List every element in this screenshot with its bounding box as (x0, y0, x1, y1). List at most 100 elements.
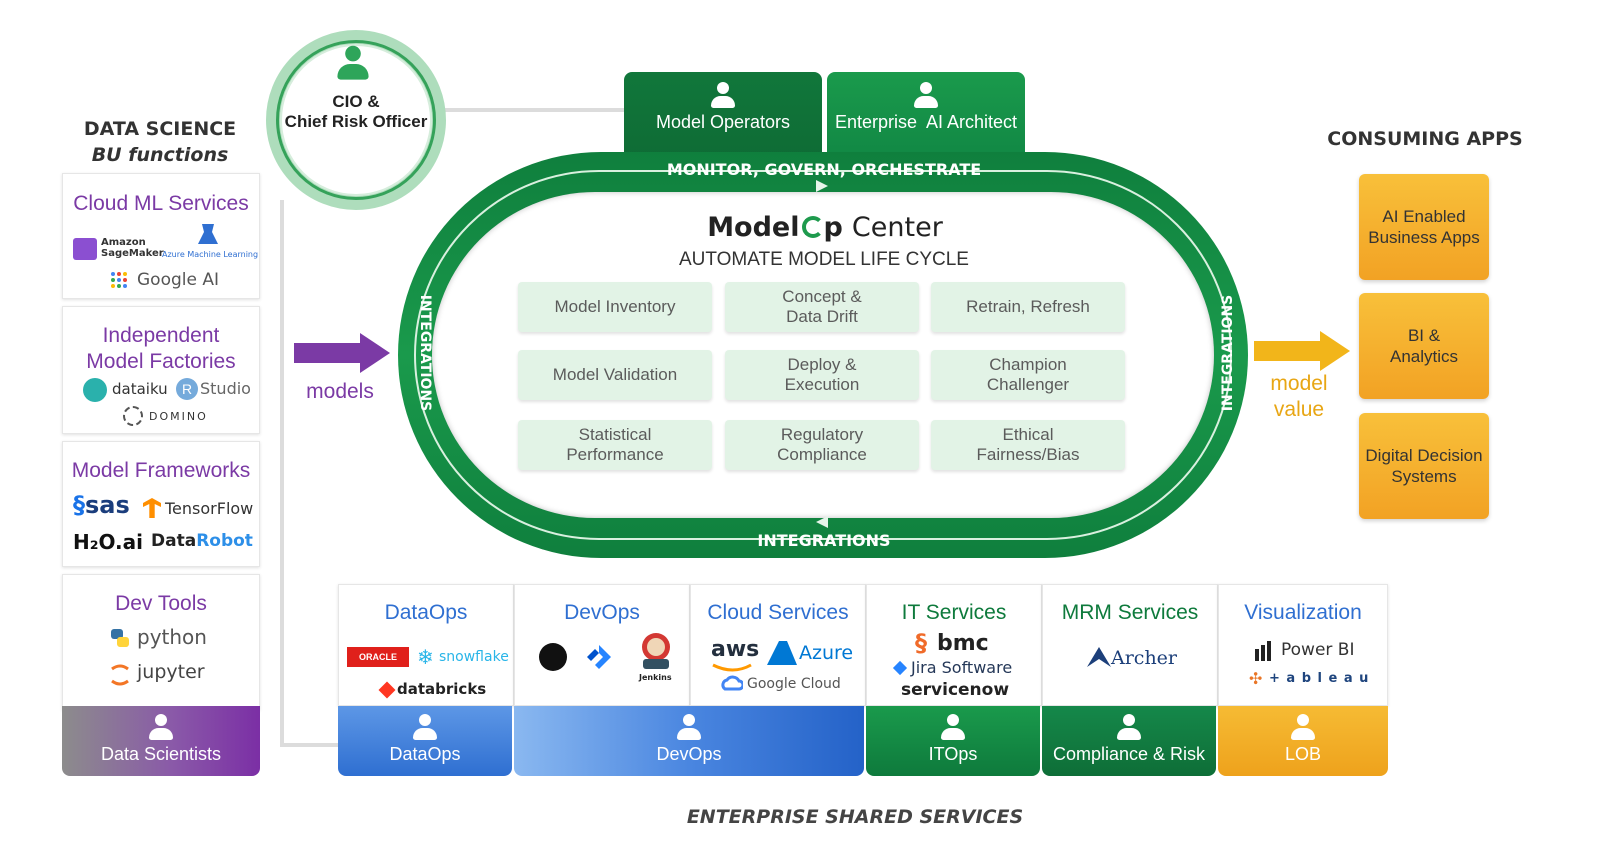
compliance-risk-role-tile: Compliance & Risk (1042, 706, 1216, 776)
datarobot-logo-robot: Robot (196, 531, 253, 551)
dataiku-logo-text: dataiku (112, 380, 168, 398)
sas-swirl-icon: § (73, 491, 85, 519)
dataiku-icon (83, 378, 107, 402)
model-factories-title: Model Factories (86, 350, 236, 373)
models-arrow-label: models (306, 380, 374, 403)
capability-model-validation: Model Validation (518, 350, 712, 400)
itops-person-icon (941, 714, 965, 742)
azure-ml-icon (198, 224, 218, 244)
datarobot-logo: DataRobot (151, 531, 253, 551)
data-scientists-person-icon (149, 714, 173, 742)
it-services-title: IT Services (901, 601, 1007, 624)
devops-role-label: DevOps (656, 744, 722, 764)
python-icon (111, 629, 129, 647)
dataops-service-title: DataOps (384, 601, 468, 624)
snowflake-logo-text: snowflake (439, 649, 509, 665)
tableau-logo-text: + a b l e a u (1269, 671, 1370, 686)
lifecycle-track-guide-ring (414, 170, 1232, 540)
cio-label-line2: Chief Risk Officer (284, 112, 428, 131)
google-ai-logo-text: Google AI (137, 270, 219, 290)
cloud-ml-services-title: Cloud ML Services (73, 192, 249, 215)
h2o-logo-text: H₂O.ai (73, 530, 144, 554)
compliance-risk-person-icon (1117, 714, 1141, 742)
model-value-label-line2: value (1273, 398, 1325, 421)
archer-logo-text: Archer (1111, 647, 1178, 669)
cloud-services-title: Cloud Services (707, 601, 849, 624)
dev-tools-title: Dev Tools (115, 592, 207, 615)
jupyter-icon (111, 664, 129, 686)
power-bi-logo-text: Power BI (1281, 640, 1355, 660)
jenkins-icon (642, 633, 670, 669)
databricks-logo-text: databricks (397, 680, 487, 698)
automate-model-life-cycle-tagline: AUTOMATE MODEL LIFE CYCLE (679, 249, 969, 270)
cloud-services-card: Cloud Services aws Azure Google Cloud (690, 584, 866, 706)
logo-model-text: Model (707, 212, 800, 243)
consuming-bi-analytics: BI &Analytics (1359, 293, 1489, 399)
capability-concept-data-drift: Concept &Data Drift (725, 282, 919, 332)
dataops-person-icon (413, 714, 437, 742)
model-value-label-line1: model (1270, 372, 1328, 395)
sas-logo: §sas (73, 491, 130, 519)
rstudio-logo-text: Studio (200, 379, 251, 398)
data-scientists-label: Data Scientists (100, 744, 222, 764)
enterprise-ai-architect-label: Enterprise AI Architect (834, 112, 1018, 132)
independent-model-factories-card: Independent Model Factories dataiku R St… (62, 306, 260, 434)
tableau-icon: ✣ (1249, 669, 1263, 688)
models-arrow-icon (294, 333, 390, 373)
capability-retrain-refresh: Retrain, Refresh (931, 282, 1125, 332)
cio-circle-inner-ring (276, 40, 436, 200)
enterprise-ai-architect-person-icon (914, 82, 938, 110)
sagemaker-icon (73, 238, 97, 260)
python-logo-text: python (137, 625, 207, 649)
google-ai-icon (111, 272, 127, 288)
track-top-label: MONITOR, GOVERN, ORCHESTRATE (666, 160, 982, 179)
devops-service-title: DevOps (564, 601, 640, 624)
itops-role-tile: ITOps (866, 706, 1040, 776)
cio-person-icon (337, 45, 369, 82)
capability-model-inventory: Model Inventory (518, 282, 712, 332)
google-cloud-icon (721, 675, 743, 691)
oracle-logo-text: ORACLE (347, 647, 409, 667)
lob-role-tile: LOB (1218, 706, 1388, 776)
domino-icon (123, 406, 143, 426)
domino-logo-text: DOMINO (149, 410, 208, 423)
jupyter-logo-text: jupyter (137, 661, 205, 683)
dataops-role-label: DataOps (389, 744, 461, 764)
bmc-logo-text: bmc (937, 631, 989, 656)
logo-center-text: Center (851, 212, 943, 243)
consuming-apps-heading: CONSUMING APPS (1327, 128, 1523, 150)
track-bottom-label: INTEGRATIONS (757, 531, 891, 550)
dev-tools-card: Dev Tools python jupyter (62, 574, 260, 710)
lob-role-label: LOB (1284, 744, 1322, 764)
cio-label-line1: CIO & (332, 92, 380, 111)
jira-icon (587, 645, 611, 669)
snowflake-icon: ❄ (417, 645, 434, 669)
data-scientists-role-tile: Data Scientists (62, 706, 260, 776)
devops-role-tile: DevOps (514, 706, 864, 776)
cloud-ml-services-card: Cloud ML Services Amazon SageMaker Azure… (62, 173, 260, 299)
azure-logo-text: Azure (799, 642, 854, 664)
rstudio-icon: R (176, 378, 198, 400)
model-operators-label: Model Operators (655, 112, 791, 132)
mrm-services-title: MRM Services (1061, 601, 1199, 624)
devops-person-icon (677, 714, 701, 742)
amazon-logo-text: Amazon (101, 237, 146, 248)
lob-person-icon (1291, 714, 1315, 742)
dataops-role-tile: DataOps (338, 706, 512, 776)
independent-title: Independent (102, 324, 220, 347)
model-frameworks-title: Model Frameworks (71, 459, 251, 482)
itops-role-label: ITOps (928, 744, 978, 764)
archer-icon (1087, 647, 1111, 667)
jira-software-logo-text: Jira Software (911, 658, 1013, 677)
bmc-icon: § (915, 629, 927, 657)
azure-ml-logo-text: Azure Machine Learning (162, 250, 259, 259)
sagemaker-logo-text: SageMaker (101, 248, 164, 259)
tensorflow-logo-text: TensorFlow (165, 499, 254, 518)
model-frameworks-card: Model Frameworks §sas TensorFlow H₂O.ai … (62, 441, 260, 567)
